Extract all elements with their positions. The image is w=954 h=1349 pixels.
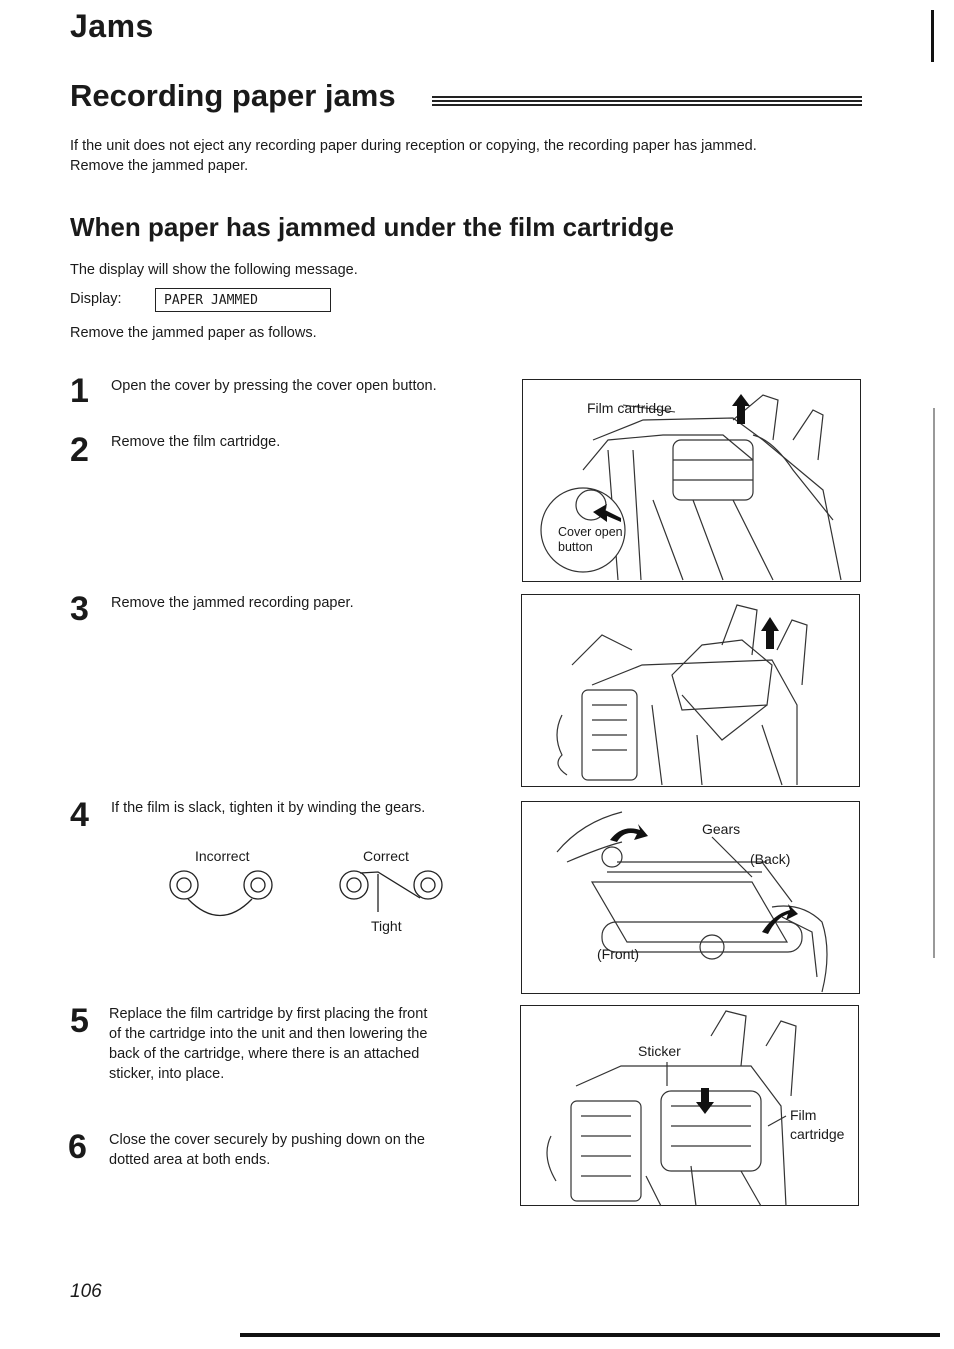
step-text-line: of the cartridge into the unit and then … bbox=[109, 1026, 428, 1042]
step-text: Remove the film cartridge. bbox=[111, 434, 281, 450]
page-number: 106 bbox=[70, 1281, 102, 1302]
rotate-arrow-icon bbox=[610, 824, 648, 842]
cover-open-button-label: Cover open button bbox=[558, 525, 623, 555]
label-line: cartridge bbox=[790, 1126, 845, 1142]
intro-line: Remove the jammed paper. bbox=[70, 158, 249, 174]
press-arrow-icon bbox=[593, 504, 621, 522]
step-number: 6 bbox=[68, 1128, 87, 1166]
display-message: PAPER JAMMED bbox=[155, 288, 331, 312]
section-title: Jams bbox=[70, 8, 154, 44]
step-number: 2 bbox=[70, 431, 89, 469]
label-line: Film bbox=[790, 1107, 817, 1123]
tight-label: Tight bbox=[371, 918, 402, 934]
up-arrow-icon bbox=[732, 394, 750, 424]
display-intro: The display will show the following mess… bbox=[70, 262, 358, 278]
back-label: (Back) bbox=[750, 851, 791, 867]
incorrect-label: Incorrect bbox=[195, 848, 250, 864]
margin-line bbox=[933, 408, 935, 958]
front-label: (Front) bbox=[597, 946, 639, 962]
figure-remove-jammed-paper bbox=[521, 594, 860, 787]
step-text-line: back of the cartridge, where there is an… bbox=[109, 1046, 420, 1062]
title-rule bbox=[432, 96, 862, 108]
up-arrow-icon bbox=[761, 617, 779, 649]
fax-machine-illustration bbox=[540, 394, 842, 581]
fax-machine-illustration bbox=[556, 604, 808, 786]
step-text: Open the cover by pressing the cover ope… bbox=[111, 378, 437, 394]
correct-gears-icon bbox=[339, 870, 443, 912]
step-text-line: Close the cover securely by pushing down… bbox=[109, 1132, 425, 1148]
step-text: Replace the film cartridge by first plac… bbox=[109, 1004, 427, 1084]
step-number: 1 bbox=[70, 372, 89, 410]
intro-line: If the unit does not eject any recording… bbox=[70, 138, 757, 154]
margin-mark bbox=[931, 10, 934, 62]
footer-rule bbox=[240, 1333, 940, 1337]
step-text-line: Replace the film cartridge by first plac… bbox=[109, 1006, 428, 1022]
film-cartridge-label: Film cartridge bbox=[790, 1106, 844, 1144]
remove-intro: Remove the jammed paper as follows. bbox=[70, 325, 317, 341]
figure-wind-gears: Gears (Back) (Front) bbox=[521, 801, 860, 994]
label-line: button bbox=[558, 540, 593, 554]
incorrect-gears-icon bbox=[169, 870, 273, 917]
step-number: 5 bbox=[70, 1002, 89, 1040]
subsection-title: When paper has jammed under the film car… bbox=[70, 212, 674, 242]
figure-remove-film-cartridge: Film cartridge Cover open button bbox=[522, 379, 861, 582]
correct-label: Correct bbox=[363, 848, 409, 864]
gear-diagram bbox=[169, 870, 443, 917]
step-number: 3 bbox=[70, 590, 89, 628]
gears-label: Gears bbox=[702, 821, 741, 837]
step-text-line: dotted area at both ends. bbox=[109, 1152, 271, 1168]
rotate-arrow-icon bbox=[762, 904, 798, 934]
down-arrow-icon bbox=[696, 1088, 714, 1114]
fax-machine-illustration bbox=[546, 1010, 797, 1207]
sticker-label: Sticker bbox=[638, 1043, 681, 1059]
step-text: Remove the jammed recording paper. bbox=[111, 595, 354, 611]
step-text: If the film is slack, tighten it by wind… bbox=[111, 800, 426, 816]
step-text-line: sticker, into place. bbox=[109, 1066, 225, 1082]
label-line: Cover open bbox=[558, 525, 623, 539]
figure-replace-film-cartridge: Sticker Film cartridge bbox=[520, 1005, 859, 1207]
intro-paragraph: If the unit does not eject any recording… bbox=[70, 136, 870, 176]
film-cartridge-illustration bbox=[556, 811, 828, 993]
step-number: 4 bbox=[70, 796, 89, 834]
step-text: Close the cover securely by pushing down… bbox=[109, 1130, 425, 1170]
display-label: Display: bbox=[70, 291, 122, 307]
page-title: Recording paper jams bbox=[70, 78, 396, 113]
film-cartridge-label: Film cartridge bbox=[587, 400, 672, 416]
